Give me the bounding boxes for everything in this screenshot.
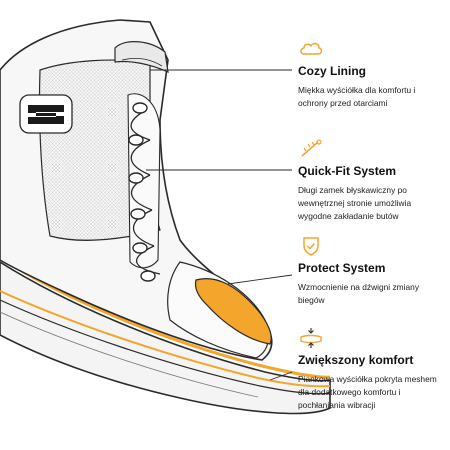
feature-protect-system: Protect System Wzmocnienie na dźwigni zm…: [298, 235, 448, 307]
feature-description: Długi zamek błyskawiczny po wewnętrznej …: [298, 185, 412, 221]
feature-description: Piankowa wyściółka pokryta meshem dla do…: [298, 374, 437, 410]
feature-quick-fit-system: Quick-Fit System Długi zamek błyskawiczn…: [298, 138, 448, 223]
feature-description: Miękka wyściółka dla komfortu i ochrony …: [298, 85, 416, 108]
midsole-accent-line: [0, 256, 331, 379]
feature-cozy-lining: Cozy Lining Miękka wyściółka dla komfort…: [298, 38, 448, 110]
shield-check-icon: [303, 237, 319, 256]
eyelets: [128, 102, 156, 282]
feature-title: Cozy Lining: [298, 64, 366, 78]
callout-leader-lines: [146, 69, 293, 381]
feature-title: Quick-Fit System: [298, 164, 397, 178]
cloud-icon: [300, 42, 323, 55]
feature-zwiekszony-komfort: Zwiększony komfort Piankowa wyściółka po…: [298, 327, 448, 412]
feature-description: Wzmocnienie na dźwigni zmiany biegów: [298, 282, 420, 305]
feature-title: Protect System: [298, 261, 386, 275]
shift-protector-pad: [194, 278, 272, 345]
collar-lining: [114, 41, 169, 73]
zipper-icon: [301, 139, 322, 157]
feature-title: Zwiększony komfort: [298, 353, 414, 367]
cushion-compress-icon: [300, 328, 322, 348]
brand-logo: [19, 94, 73, 134]
